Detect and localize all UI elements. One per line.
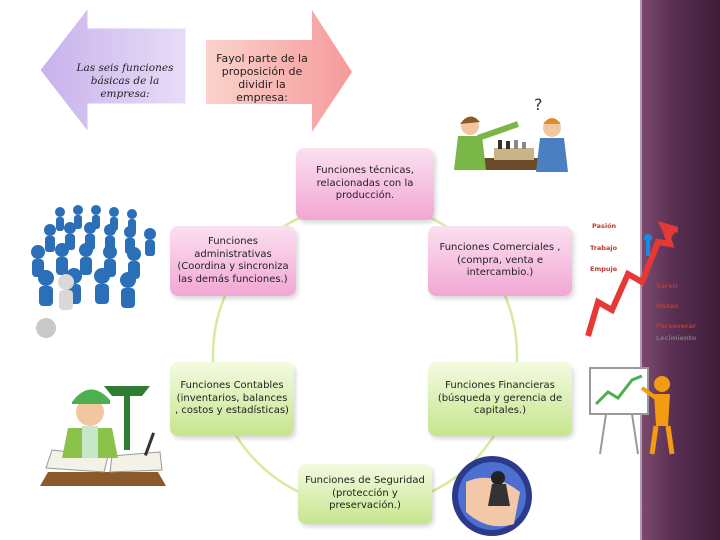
step-sarvir: Sarvir (656, 282, 678, 290)
sidebar-divider (640, 0, 643, 540)
blue-team-illustration (31, 205, 156, 338)
right-arrow-text: Fayol parte de la proposición de dividir… (216, 52, 308, 104)
step-perseverar: Perseverar (656, 322, 697, 330)
step-lecimiento: Lecimiento (656, 334, 697, 342)
growth-presentation-illustration (589, 367, 675, 455)
left-arrow (39, 6, 187, 134)
step-empuje: Empuje (590, 265, 618, 273)
function-box-administrativas: Funciones administrativas (Coordina y si… (170, 226, 296, 296)
left-arrow-text: Las seis funciones básicas de la empresa… (76, 62, 174, 100)
function-box-comerciales: Funciones Comerciales , (compra, venta e… (428, 226, 572, 296)
svg-text:?: ? (534, 96, 543, 114)
step-pasion: Pasión (592, 222, 617, 230)
step-metas: Metas (656, 302, 679, 310)
function-box-seguridad: Funciones de Seguridad (protección y pre… (298, 464, 432, 524)
chess-players-illustration: ? (454, 96, 568, 172)
function-box-financieras: Funciones Financieras (búsqueda y gerenc… (428, 362, 572, 436)
function-box-contables: Funciones Contables (inventarios, balanc… (170, 362, 294, 436)
right-arrow (206, 10, 352, 132)
accountant-illustration (38, 372, 170, 490)
step-trabajo: Trabajo (590, 244, 618, 252)
security-shield-illustration (452, 456, 532, 536)
success-steps-illustration (585, 221, 678, 337)
function-box-tecnicas: Funciones técnicas, relacionadas con la … (296, 148, 434, 220)
